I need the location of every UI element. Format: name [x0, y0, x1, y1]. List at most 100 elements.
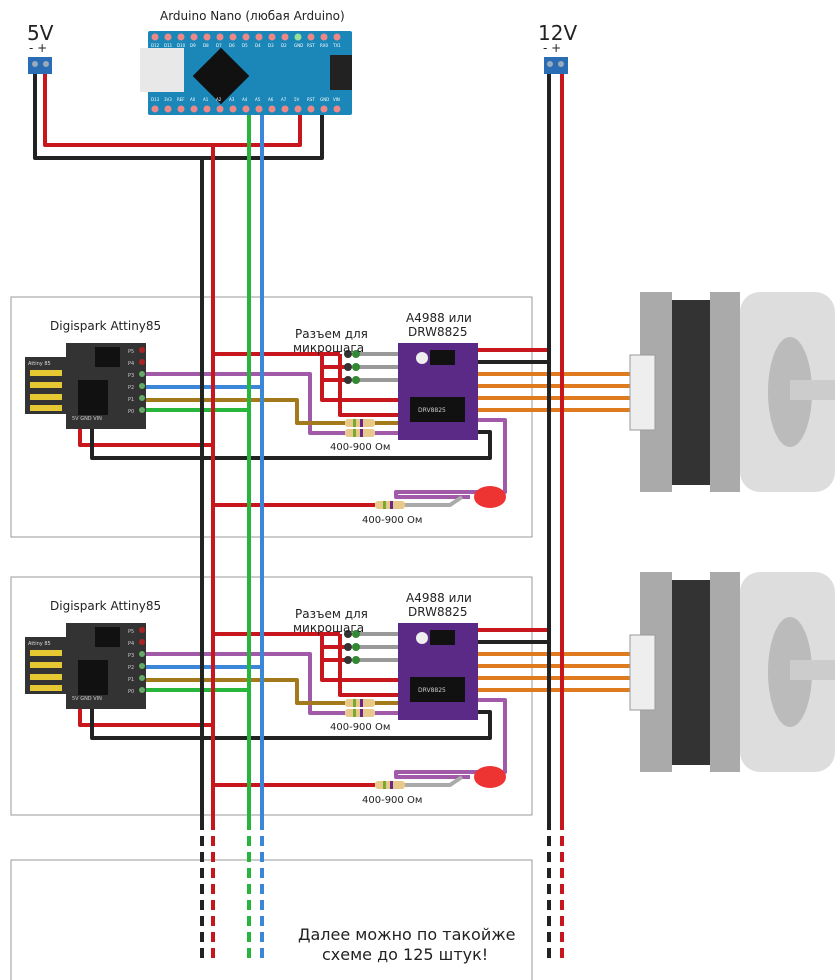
- pin-label: VIN: [333, 97, 340, 102]
- band: [390, 501, 393, 509]
- pin-D6: [229, 33, 237, 41]
- driver-title-line2: DRW8825: [408, 325, 468, 339]
- pin-label: D8: [203, 43, 209, 48]
- pin-header: [352, 630, 360, 638]
- motor-shell: [710, 572, 740, 772]
- pin-RX0: [320, 33, 328, 41]
- pin-GND: [294, 33, 302, 41]
- digispark-pin: [139, 383, 145, 389]
- band: [383, 501, 386, 509]
- pin-D7: [216, 33, 224, 41]
- pin-header: [344, 350, 352, 358]
- digispark-pin-label: P5: [128, 349, 134, 355]
- resistor-label-led: 400-900 Ом: [362, 515, 422, 526]
- motor-shaft: [790, 660, 835, 680]
- pin-label: REF: [177, 97, 185, 102]
- terminal-5v: 5V - +: [27, 21, 54, 74]
- led-lead: [405, 775, 464, 787]
- pin-label: A0: [190, 97, 196, 102]
- wire-p1: [145, 398, 345, 425]
- polarity-5v: - +: [29, 41, 47, 55]
- pin-label: GND: [320, 97, 329, 102]
- wire-5v-driver: [338, 354, 398, 417]
- pin-label: D9: [190, 43, 196, 48]
- pin-D5: [242, 33, 250, 41]
- pin-A7: [281, 105, 289, 113]
- digispark-pin-label: P1: [128, 397, 134, 403]
- pin-D4: [255, 33, 263, 41]
- led: [474, 486, 506, 508]
- wire: [320, 354, 398, 402]
- wire-p1: [145, 678, 345, 705]
- motor-connector: [629, 634, 656, 711]
- digispark-pin: [139, 407, 145, 413]
- pin-A0: [190, 105, 198, 113]
- pin-VIN: [333, 105, 341, 113]
- digispark-pin: [139, 675, 145, 681]
- driver-chip-label: DRV8825: [418, 407, 446, 414]
- pin-label: 3V3: [164, 97, 172, 102]
- band: [360, 699, 363, 707]
- pin-header: [352, 643, 360, 651]
- motor-shell: [710, 292, 740, 492]
- band: [360, 419, 363, 427]
- microstep-label-line1: Разъем для: [295, 327, 368, 341]
- component: [430, 350, 455, 365]
- terminal-12v: 12V - +: [538, 21, 577, 74]
- digispark-pin-label: P5: [128, 629, 134, 635]
- pin-label: D11: [164, 43, 173, 48]
- wire: [320, 634, 398, 682]
- band: [353, 709, 356, 717]
- resistor-label: 400-900 Ом: [330, 442, 390, 453]
- digispark-pin-label: P4: [128, 641, 134, 647]
- led-lead: [405, 495, 464, 507]
- driver-chip-label: DRV8825: [418, 687, 446, 694]
- digispark-pin-label: P3: [128, 373, 134, 379]
- microstep-label-line2: микрошага: [293, 621, 364, 635]
- pin-A6: [268, 105, 276, 113]
- band: [390, 781, 393, 789]
- digispark-pin-label: P3: [128, 653, 134, 659]
- usb-contact: [30, 662, 62, 668]
- driver-title-line1: A4988 или: [406, 311, 472, 325]
- pin-label: D3: [268, 43, 274, 48]
- digispark-power-pins: 5V GND VIN: [72, 416, 102, 422]
- label-5v: 5V: [27, 21, 54, 45]
- footer-note-line1: Далее можно по такойже: [298, 925, 515, 944]
- pin-D9: [190, 33, 198, 41]
- pin-3V3: [164, 105, 172, 113]
- digispark-title: Digispark Attiny85: [50, 599, 161, 613]
- usb-contact: [30, 382, 62, 388]
- wire-5v: [43, 74, 302, 147]
- pin-header: [352, 363, 360, 371]
- chip: [95, 347, 120, 367]
- digispark-pin-label: P2: [128, 665, 134, 671]
- usb-contact: [30, 674, 62, 680]
- digispark-pin-label: P2: [128, 385, 134, 391]
- component: [430, 630, 455, 645]
- band: [353, 699, 356, 707]
- digispark-pin-label: P1: [128, 677, 134, 683]
- pin-label: A3: [229, 97, 235, 102]
- band: [383, 781, 386, 789]
- pin-TX1: [333, 33, 341, 41]
- digispark-pin: [139, 687, 145, 693]
- pin-D8: [203, 33, 211, 41]
- pin-label: A2: [216, 97, 222, 102]
- pin-label: A5: [255, 97, 261, 102]
- regulator: [78, 380, 108, 415]
- pin-label: 5V: [294, 97, 300, 102]
- motor-body: [672, 300, 710, 485]
- band: [360, 709, 363, 717]
- wire-digispark-5v: [78, 705, 213, 727]
- pin-header: [344, 656, 352, 664]
- potentiometer: [416, 632, 428, 644]
- usb-contact: [30, 650, 62, 656]
- stepper-motor: [629, 572, 835, 772]
- pin-label: D10: [177, 43, 186, 48]
- pin-label: RST: [307, 97, 315, 102]
- pin-header: [344, 630, 352, 638]
